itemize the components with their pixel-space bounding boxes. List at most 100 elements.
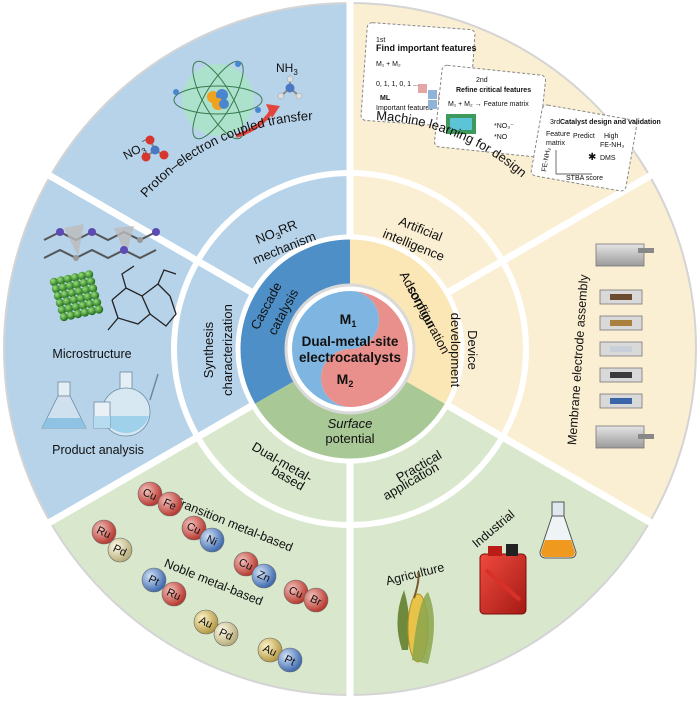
- metal-sphere: Cu: [181, 515, 207, 541]
- metal-sphere-ball: [161, 581, 187, 607]
- metal-sphere-label: Zn: [255, 569, 272, 585]
- metal-sphere-label: Ni: [204, 533, 218, 548]
- ring-separator-line: [46, 401, 255, 527]
- segment-adsorption-inner: [350, 237, 462, 405]
- metal-sphere-label: Br: [308, 593, 323, 609]
- ring-separator-line: [253, 380, 295, 406]
- metal-sphere-ball: [141, 567, 167, 593]
- metal-sphere: Pd: [107, 537, 133, 563]
- metal-sphere-label: Au: [261, 643, 278, 660]
- segment-practical-middle: [350, 405, 503, 525]
- corn-icon: [397, 571, 434, 664]
- metal-sphere: Pd: [213, 621, 239, 647]
- nanoparticle-atom: [92, 298, 102, 307]
- synthesis-label-2: characterization: [220, 304, 235, 396]
- ring-separator-line: [445, 171, 654, 297]
- center-disc: M1 Dual-metal-site electrocatalysts M2: [284, 283, 416, 415]
- nanoparticle-atom: [79, 278, 89, 288]
- metal-sphere: Cu: [233, 551, 259, 577]
- metal-sphere-ball: [181, 515, 207, 541]
- segment-cascade-inner: [238, 237, 350, 405]
- device-label-2: development: [448, 313, 463, 388]
- nanoparticle-atom: [62, 297, 72, 306]
- nanoparticle-atom: [65, 281, 75, 291]
- no3-molecule: [141, 135, 169, 162]
- ml-panel-3: 3rd Catalyst design and validation Featu…: [530, 104, 661, 192]
- metal-sphere-ball: [199, 527, 225, 553]
- svg-text:Important features: Important features: [376, 105, 433, 112]
- nanoparticle-atom: [57, 305, 67, 315]
- metal-sphere: Br: [303, 587, 329, 613]
- metal-sphere-ball: [213, 621, 239, 647]
- metal-sphere: Au: [257, 637, 283, 663]
- segment-synthesis-middle: [174, 261, 254, 437]
- nanoparticle-cluster: [49, 270, 104, 322]
- nanoparticle-atom: [84, 270, 94, 279]
- svg-text:M₁ + M₂ → Feature matrix: M₁ + M₂ → Feature matrix: [448, 101, 529, 108]
- nanoparticle-atom: [55, 298, 65, 308]
- metal-sphere-label: Pd: [217, 627, 234, 644]
- metal-sphere-label: Pd: [111, 543, 128, 560]
- nanoparticle-atom: [72, 280, 82, 289]
- ring-separator-line: [405, 380, 447, 406]
- nanoparticle-atom: [60, 290, 70, 299]
- svg-text:ML: ML: [380, 95, 391, 102]
- metal-sphere-label: Pt: [282, 653, 297, 668]
- metal-sphere-label: Ru: [95, 524, 113, 541]
- metal-sphere: Pt: [277, 647, 303, 673]
- metal-sphere-label: Ru: [165, 586, 183, 603]
- metal-sphere-label: Au: [197, 615, 214, 632]
- nanoparticle-atom: [77, 271, 87, 281]
- metal-sphere: Ru: [161, 581, 187, 607]
- metal-sphere-ball: [303, 587, 329, 613]
- svg-text:High: High: [604, 133, 619, 140]
- flask-icon: [539, 501, 577, 559]
- segment-surface-inner: [253, 381, 447, 461]
- nanoparticle-atom: [49, 277, 59, 287]
- m2-lobe: [292, 291, 379, 407]
- nanoparticle-atom: [81, 285, 91, 295]
- svg-text:✱: ✱: [588, 152, 596, 163]
- nanoparticle-atom: [86, 277, 96, 286]
- metal-sphere-label: Cu: [237, 556, 255, 573]
- ligand-structure: [107, 265, 177, 331]
- nanoparticle-atom: [66, 311, 76, 320]
- no3rr-label-1: NO3RR: [253, 217, 300, 249]
- svg-text:Feature: Feature: [546, 131, 570, 138]
- metal-sphere-ball: [233, 551, 259, 577]
- nanoparticle-atom: [88, 284, 98, 293]
- metal-sphere: Ru: [91, 519, 117, 545]
- svg-text:FE-NH₃: FE-NH₃: [541, 147, 552, 172]
- m2-label: M2: [337, 371, 354, 389]
- mea-stack: [595, 243, 654, 449]
- metal-sphere: Pt: [141, 567, 167, 593]
- nanoparticle-atom: [78, 301, 88, 310]
- surface-label-2: potential: [325, 431, 374, 446]
- segment-ai-middle: [350, 173, 503, 293]
- nanoparticle-atom: [56, 276, 66, 285]
- nh3-molecule: [277, 75, 303, 100]
- device-label-1: Device: [465, 330, 480, 370]
- nanoparticle-atom: [63, 274, 73, 284]
- svg-text:matrix: matrix: [546, 140, 566, 147]
- microstructure-label: Microstructure: [52, 347, 131, 361]
- m1-lobe: [321, 291, 408, 407]
- metal-sphere-label: Cu: [185, 520, 203, 537]
- metal-sphere-ball: [91, 519, 117, 545]
- nanoparticle-atom: [94, 305, 104, 314]
- segment-no3rr-middle: [197, 173, 350, 293]
- lab-glassware: [41, 371, 159, 437]
- metal-sphere-label: Fe: [161, 497, 178, 513]
- metal-sphere-label: Cu: [141, 486, 159, 503]
- nanoparticle-atom: [59, 312, 69, 322]
- svg-text:Find important features: Find important features: [376, 43, 477, 53]
- metal-sphere-ball: [107, 537, 133, 563]
- segment-dual-metal-outer: [50, 437, 350, 695]
- m1-label: M1: [340, 311, 357, 329]
- nanoparticle-atom: [85, 299, 95, 309]
- segment-synthesis-outer: [3, 176, 198, 522]
- nanoparticle-atom: [58, 283, 68, 292]
- svg-text:FE-NH₃: FE-NH₃: [600, 142, 624, 149]
